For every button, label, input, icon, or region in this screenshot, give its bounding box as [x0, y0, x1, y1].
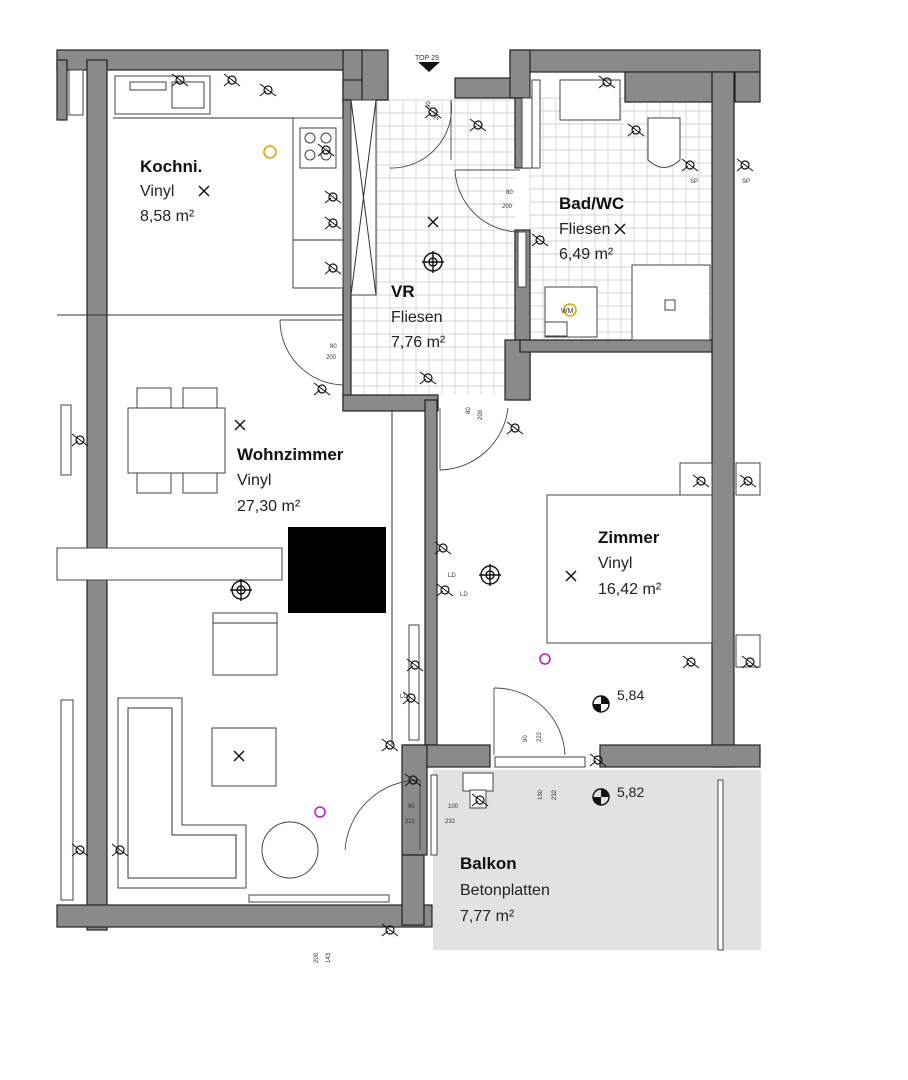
- sofa: [117, 697, 247, 889]
- kochni-floor: Vinyl: [140, 183, 174, 200]
- dim-label: 90: [426, 101, 432, 108]
- bad-floor: Fliesen: [559, 221, 611, 238]
- dim-label: 80: [506, 190, 513, 196]
- wm-label: WM: [561, 308, 574, 315]
- switch-symbols: [71, 73, 759, 937]
- dim-label: 143: [326, 952, 332, 963]
- dim-label: 90: [523, 735, 529, 742]
- zimmer-name: Zimmer: [598, 528, 660, 547]
- outlet-icon: [314, 806, 326, 818]
- dim-label: 100: [448, 804, 459, 810]
- x-markers: [198, 185, 626, 762]
- outlet-icon: [539, 653, 551, 665]
- dining-table: [127, 387, 226, 494]
- vr-area: 7,76 m²: [391, 334, 446, 351]
- dim-label: 90: [408, 804, 415, 810]
- ld-label: LD: [400, 694, 408, 700]
- zimmer-area: 16,42 m²: [598, 581, 662, 598]
- wohnzimmer-area: 27,30 m²: [237, 498, 301, 515]
- vr-name: VR: [391, 282, 415, 301]
- dim-label: 200: [326, 355, 337, 361]
- top-label: TOP 29: [415, 55, 439, 62]
- sp-label: SP: [742, 179, 750, 185]
- dim-label: 200: [314, 952, 320, 963]
- elevation-label: 5,84: [617, 687, 644, 703]
- balkon-area: 7,77 m²: [460, 908, 515, 925]
- dim-label: 222: [405, 819, 416, 825]
- armchair: [212, 612, 278, 676]
- ld-label: LD: [460, 592, 468, 598]
- dim-label: 200: [502, 204, 513, 210]
- dim-label: 232: [445, 819, 456, 825]
- dim-label: 200: [434, 109, 440, 120]
- kochni-area: 8,58 m²: [140, 208, 195, 225]
- balkon-floor: Betonplatten: [460, 882, 550, 899]
- balkon-name: Balkon: [460, 854, 517, 873]
- coffee-table: [211, 727, 277, 787]
- kitchen-counter: [292, 117, 344, 289]
- door-dimensions: 90 200 80 200 80 200 80 200 90 222 100 2…: [314, 101, 558, 963]
- zimmer-floor: Vinyl: [598, 555, 632, 572]
- bed: [546, 462, 761, 668]
- lamp-icon: [263, 145, 277, 159]
- bath-fixtures: [531, 79, 711, 341]
- dim-label: 130: [538, 789, 544, 800]
- elevation-marker: [592, 695, 610, 806]
- kitchen-sink: [114, 75, 211, 115]
- doors: [279, 99, 566, 851]
- kochni-name: Kochni.: [140, 157, 202, 176]
- dim-label: 222: [537, 731, 543, 742]
- wohnzimmer-name: Wohnzimmer: [237, 445, 344, 464]
- elevation-label: 5,82: [617, 784, 644, 800]
- sp-label: SP: [690, 179, 698, 185]
- dim-label: 232: [552, 789, 558, 800]
- dim-label: 80: [466, 407, 472, 414]
- ld-label: LD: [448, 573, 456, 579]
- chimney-block: [288, 527, 386, 613]
- dim-label: 80: [330, 344, 337, 350]
- wardrobe: [350, 99, 377, 296]
- dim-label: 200: [478, 409, 484, 420]
- bad-area: 6,49 m²: [559, 246, 614, 263]
- wohnzimmer-floor: Vinyl: [237, 472, 271, 489]
- round-table: [261, 821, 319, 879]
- lamp-icon: [563, 303, 577, 317]
- ceiling-lamps: [230, 251, 501, 601]
- vr-floor: Fliesen: [391, 309, 443, 326]
- bad-name: Bad/WC: [559, 194, 624, 213]
